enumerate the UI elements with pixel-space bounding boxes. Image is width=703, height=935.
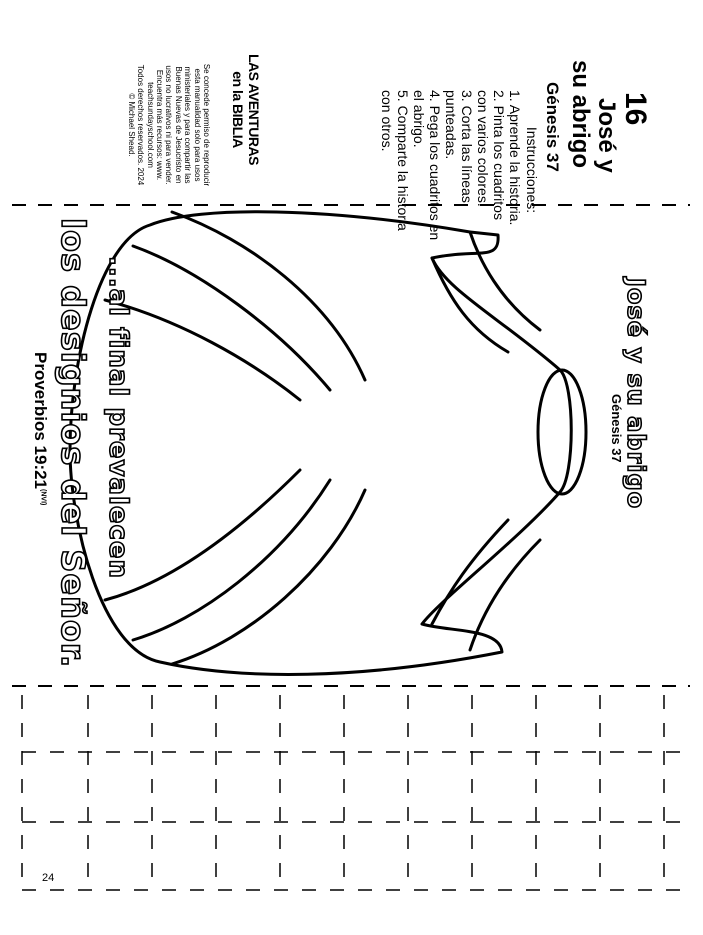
coat-title: José y su abrigo	[621, 277, 651, 510]
permission-line: Encuentra más recursos: www.	[154, 69, 164, 181]
verse-text: Proverbios 19:21	[31, 352, 50, 490]
permission-line: usos no lucrativos ni para vender.	[164, 65, 174, 185]
permission-line: Todos derechos reservados. 2024	[136, 64, 146, 186]
instruction-line: punteadas.	[443, 90, 459, 160]
page-number: 24	[42, 872, 55, 884]
coat-reference: Génesis 37	[609, 394, 624, 463]
lesson-title-line-1: José y	[593, 98, 620, 173]
instruction-line: 3. Corta las líneas	[459, 90, 475, 203]
coat-tagline-2: los designios del Señor.	[53, 217, 93, 669]
permission-line: © Michael Shead.	[126, 93, 136, 157]
instructions-heading: Instrucciones:	[524, 126, 540, 214]
instruction-line: con otros.	[379, 90, 395, 152]
coat-tagline-1: ...al final prevalecen	[102, 255, 134, 580]
brand-line-2: en la BIBLIA	[230, 71, 246, 148]
instruction-line: 4. Pega los cuadritos en	[427, 90, 443, 241]
permission-line: Buenas Nuevas de Jesucristo en	[173, 66, 183, 184]
instruction-line: 2. Pinta los cuadritos	[491, 90, 507, 220]
permission-line: esta manualidad solo para usos	[192, 68, 202, 182]
instruction-line: 1. Aprende la historia.	[507, 90, 523, 226]
permission-line: teachsundayschool.com	[145, 82, 155, 168]
permission-notice: Se concede permiso de reproducir esta ma…	[126, 46, 211, 204]
lesson-title-line-2: su abrigo	[567, 60, 594, 169]
lesson-number: 16	[619, 92, 652, 126]
permission-line: ministeriales y para compartir las	[183, 66, 193, 184]
coat-outline	[68, 210, 588, 676]
instructions-block: Instrucciones: 1. Aprende la historia. 2…	[379, 90, 540, 250]
instruction-line: el abrigo.	[411, 90, 427, 148]
verse-reference: Proverbios 19:21(NVI)	[30, 352, 50, 505]
cut-grid	[21, 695, 690, 891]
brand-line-1: LAS AVENTURAS	[246, 54, 262, 165]
verse-version: (NVI)	[39, 489, 47, 506]
permission-line: Se concede permiso de reproducir	[202, 63, 211, 187]
instruction-line: 5. Comparte la historia	[395, 90, 411, 231]
lesson-reference: Génesis 37	[543, 82, 562, 172]
instruction-line: con varios colores.	[475, 90, 491, 207]
brand-logo: LAS AVENTURAS en la BIBLIA	[230, 54, 262, 165]
